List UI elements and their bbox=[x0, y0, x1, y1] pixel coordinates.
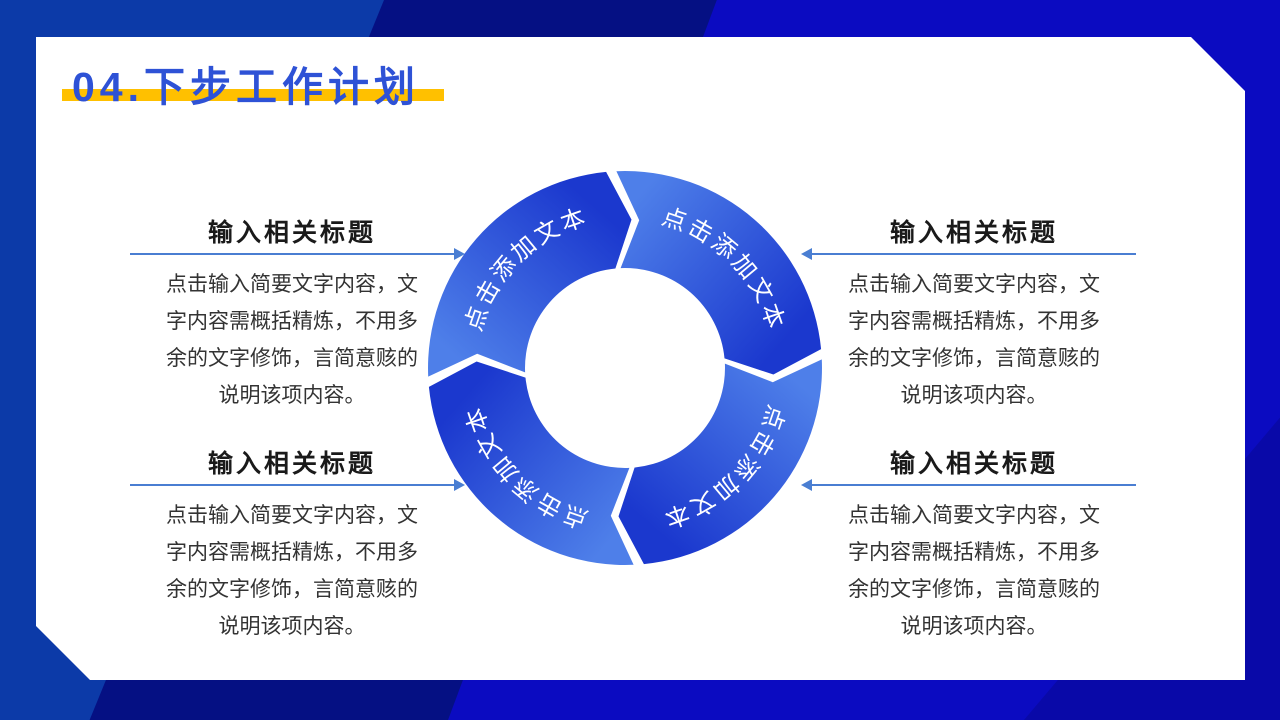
body-line: 说明该项内容。 bbox=[218, 384, 366, 407]
callout-body: 点击输入简要文字内容，文 字内容需概括精炼，不用多 余的文字修饰，言简意赅的 说… bbox=[812, 266, 1136, 414]
arrow-right-icon bbox=[454, 248, 465, 260]
callout-bottom-left: 输入相关标题 点击输入简要文字内容，文 字内容需概括精炼，不用多 余的文字修饰，… bbox=[130, 448, 454, 645]
connector-line bbox=[130, 253, 454, 255]
body-line: 点击输入简要文字内容，文 bbox=[848, 273, 1100, 296]
body-line: 点击输入简要文字内容，文 bbox=[166, 273, 418, 296]
callout-title: 输入相关标题 bbox=[207, 219, 376, 247]
page-title: 04.下步工作计划 bbox=[72, 64, 420, 110]
body-line: 字内容需概括精炼，不用多 bbox=[848, 541, 1100, 564]
body-line: 点击输入简要文字内容，文 bbox=[848, 504, 1100, 527]
connector-line bbox=[812, 484, 1136, 486]
arrow-right-icon bbox=[454, 479, 465, 491]
connector-line bbox=[130, 484, 454, 486]
connector-line bbox=[812, 253, 1136, 255]
body-line: 余的文字修饰，言简意赅的 bbox=[166, 347, 418, 370]
body-line: 说明该项内容。 bbox=[900, 615, 1048, 638]
body-line: 字内容需概括精炼，不用多 bbox=[848, 310, 1100, 333]
callout-body: 点击输入简要文字内容，文 字内容需概括精炼，不用多 余的文字修饰，言简意赅的 说… bbox=[130, 266, 454, 414]
body-line: 点击输入简要文字内容，文 bbox=[166, 504, 418, 527]
callout-body: 点击输入简要文字内容，文 字内容需概括精炼，不用多 余的文字修饰，言简意赅的 说… bbox=[130, 497, 454, 645]
callout-top-right: 输入相关标题 点击输入简要文字内容，文 字内容需概括精炼，不用多 余的文字修饰，… bbox=[812, 217, 1136, 414]
arrow-left-icon bbox=[801, 479, 812, 491]
callout-bottom-right: 输入相关标题 点击输入简要文字内容，文 字内容需概括精炼，不用多 余的文字修饰，… bbox=[812, 448, 1136, 645]
slide-panel: 04.下步工作计划 输入相关标题 点击输入简要文字内容，文 字内容需概括精炼，不… bbox=[36, 37, 1245, 680]
body-line: 字内容需概括精炼，不用多 bbox=[166, 541, 418, 564]
body-line: 说明该项内容。 bbox=[900, 384, 1048, 407]
body-line: 字内容需概括精炼，不用多 bbox=[166, 310, 418, 333]
callout-title: 输入相关标题 bbox=[207, 450, 376, 478]
callout-top-left: 输入相关标题 点击输入简要文字内容，文 字内容需概括精炼，不用多 余的文字修饰，… bbox=[130, 217, 454, 414]
arrow-left-icon bbox=[801, 248, 812, 260]
body-line: 余的文字修饰，言简意赅的 bbox=[848, 347, 1100, 370]
callout-title: 输入相关标题 bbox=[889, 219, 1058, 247]
callout-title: 输入相关标题 bbox=[889, 450, 1058, 478]
callout-body: 点击输入简要文字内容，文 字内容需概括精炼，不用多 余的文字修饰，言简意赅的 说… bbox=[812, 497, 1136, 645]
body-line: 说明该项内容。 bbox=[218, 615, 366, 638]
body-line: 余的文字修饰，言简意赅的 bbox=[166, 578, 418, 601]
body-line: 余的文字修饰，言简意赅的 bbox=[848, 578, 1100, 601]
title-highlight-bar bbox=[62, 89, 444, 101]
